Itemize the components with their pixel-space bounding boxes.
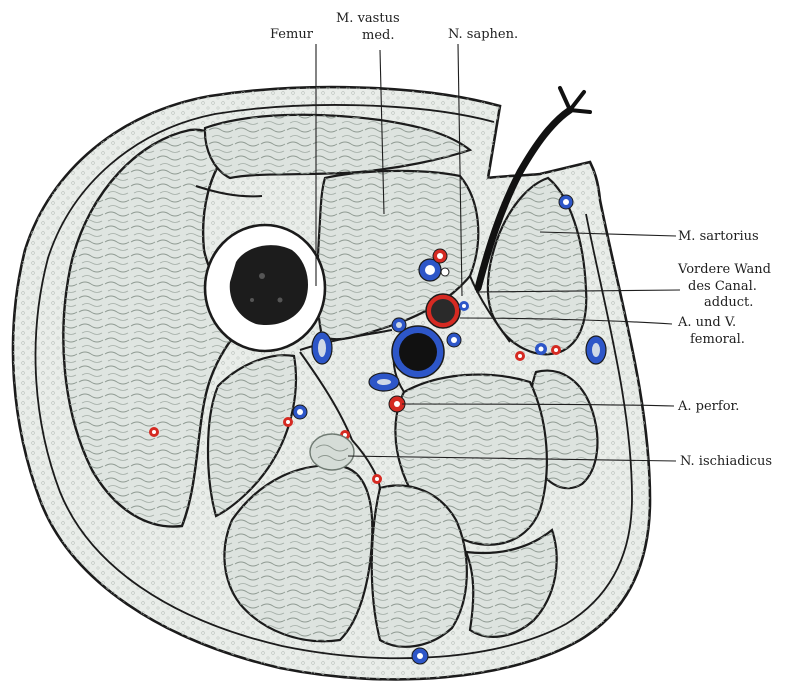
label-perfor: A. perfor.	[677, 399, 739, 414]
label-sartorius: M. sartorius	[678, 229, 759, 244]
bone-marrow	[230, 245, 308, 325]
label-canal-line2: des Canal.	[688, 279, 757, 294]
label-canal-line1: Vordere Wand	[677, 262, 771, 277]
femur-bone	[205, 225, 325, 351]
label-vastus-line1: M. vastus	[336, 11, 400, 26]
label-saphen: N. saphen.	[448, 27, 518, 42]
label-canal-line3: adduct.	[704, 295, 753, 310]
label-femur: Femur	[270, 27, 314, 42]
label-femoral-line1: A. und V.	[677, 315, 736, 330]
label-femoral-line2: femoral.	[690, 332, 745, 347]
label-vastus-line2: med.	[362, 28, 394, 43]
sciatic-nerve	[310, 434, 354, 470]
label-ischiadicus: N. ischiadicus	[680, 454, 772, 469]
